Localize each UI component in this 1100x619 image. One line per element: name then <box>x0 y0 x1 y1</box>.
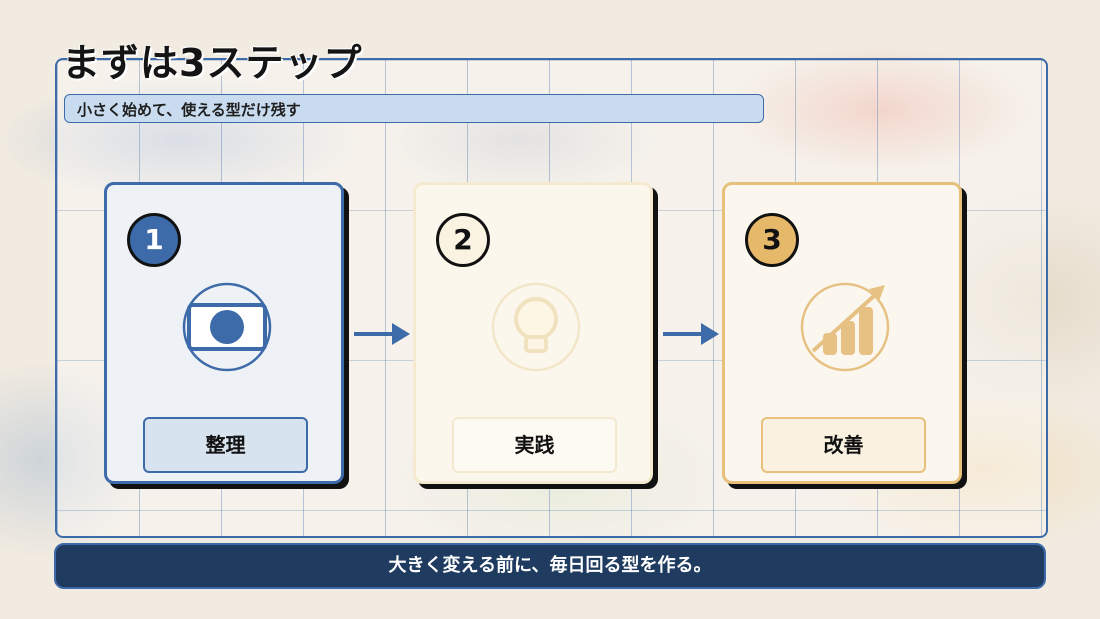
arrow-right-icon <box>354 323 410 345</box>
id-card-icon <box>182 282 272 372</box>
growth-chart-icon <box>800 282 890 372</box>
step-card-3: 3 改善 <box>722 182 962 484</box>
lightbulb-icon <box>491 282 581 372</box>
arrow-right-icon <box>663 323 719 345</box>
step-number-3: 3 <box>745 213 799 267</box>
step-label-2: 実践 <box>452 417 617 473</box>
step-number-2: 2 <box>436 213 490 267</box>
step-label-1: 整理 <box>143 417 308 473</box>
step-card-1: 1 整理 <box>104 182 344 484</box>
step-number-1: 1 <box>127 213 181 267</box>
page-title: まずは3ステップ <box>62 41 363 85</box>
step-card-2: 2 実践 <box>413 182 653 484</box>
step-label-3: 改善 <box>761 417 926 473</box>
footer-banner: 大きく変える前に、毎日回る型を作る。 <box>54 543 1046 589</box>
page-subtitle: 小さく始めて、使える型だけ残す <box>64 94 764 123</box>
